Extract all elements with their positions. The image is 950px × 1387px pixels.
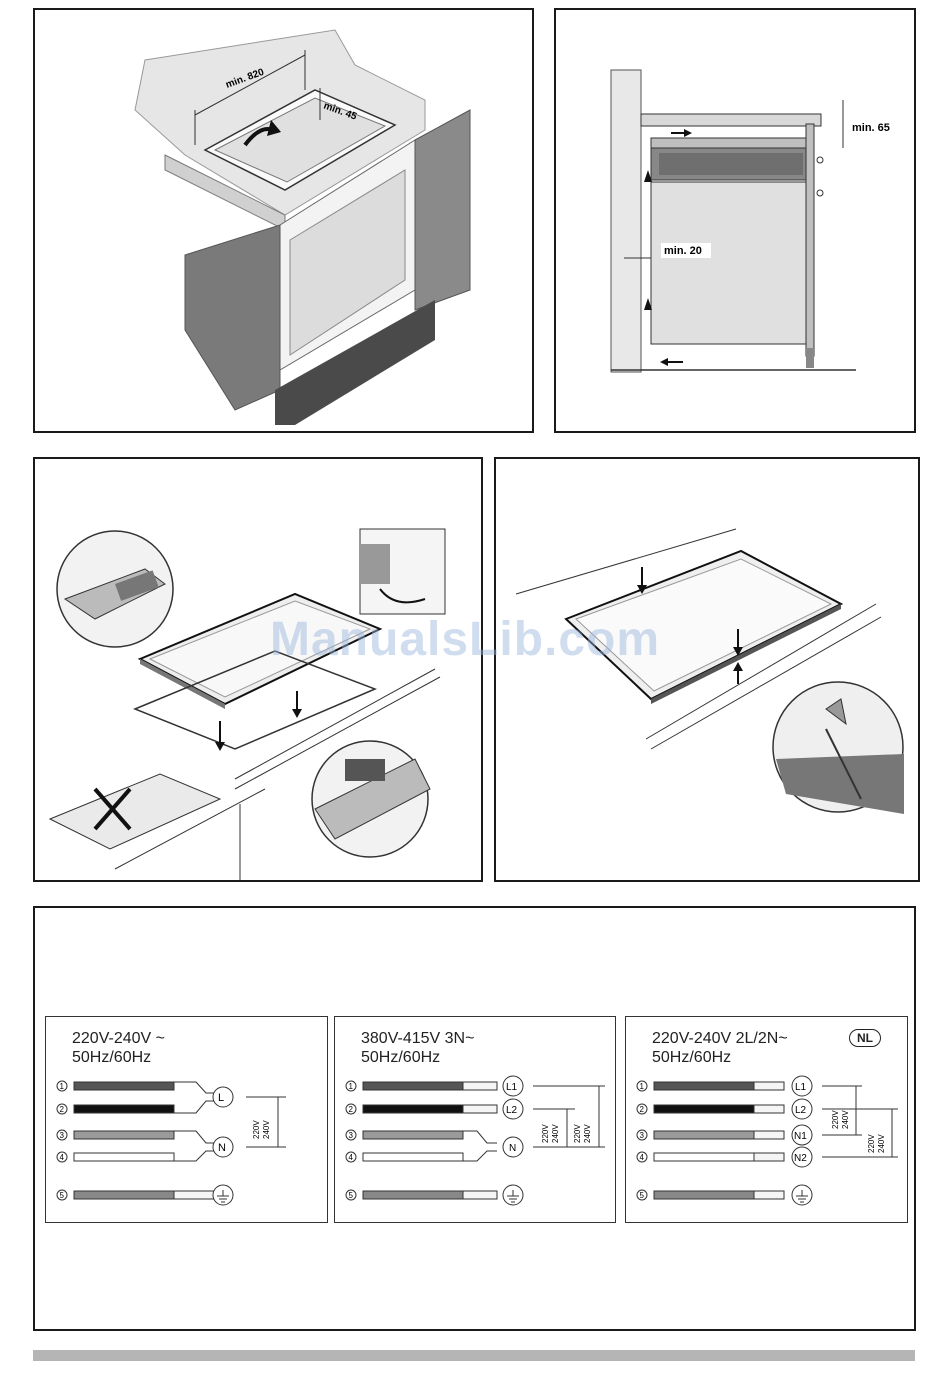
cabinet-cutout-panel: min. 820 min. 45 [33,8,534,433]
wire-number: 4 [349,1153,354,1162]
voltage-label: 220V [867,1134,876,1153]
wiring-diagram-two-phase-nl: 220V-240V 2L/2N~ 50Hz/60Hz NL 1 2 3 4 5 … [625,1016,908,1223]
terminal-label: N2 [794,1153,807,1164]
voltage-label: 240V [877,1134,886,1153]
terminal-label: L [218,1092,224,1104]
hob-fitting-illustration [35,459,481,880]
terminal-label: N1 [794,1131,807,1142]
voltage-label: 240V [841,1110,850,1129]
wire-number: 4 [640,1153,645,1162]
wire-number: 5 [640,1191,645,1200]
wire-number: 1 [640,1082,645,1091]
cabinet-cutout-illustration: min. 820 min. 45 [35,10,532,431]
voltage-label: 220V [252,1120,261,1139]
terminal-label: L2 [795,1105,807,1116]
voltage-label: 240V [551,1124,560,1143]
wire-number: 3 [349,1131,354,1140]
wiring-diagrams-panel: 220V-240V ~ 50Hz/60Hz 1 2 3 4 5 L N [33,906,916,1331]
terminal-label: L1 [795,1082,807,1093]
terminal-label: L1 [506,1082,518,1093]
wire-number: 5 [349,1191,354,1200]
voltage-label: 220V [831,1110,840,1129]
voltage-label: 220V [573,1124,582,1143]
watermark: ManualsLib.com [270,612,660,667]
voltage-label: 240V [262,1120,271,1139]
wire-number: 2 [640,1105,645,1114]
wiring-diagram-single-phase: 220V-240V ~ 50Hz/60Hz 1 2 3 4 5 L N [45,1016,328,1223]
dim-top-label: min. 65 [852,122,890,134]
ventilation-section-illustration: min. 65 min. 20 [556,10,914,431]
wire-number: 2 [60,1105,65,1114]
terminal-label: N [218,1142,226,1154]
wire-number: 3 [60,1131,65,1140]
wire-number: 4 [60,1153,65,1162]
footer-bar [33,1350,915,1361]
wiring-diagram-2-graphic: 1 2 3 4 5 L1 L2 N [335,1017,615,1222]
wire-number: 2 [349,1105,354,1114]
wire-number: 1 [60,1082,65,1091]
ventilation-section-panel: min. 65 min. 20 [554,8,916,433]
wiring-diagram-three-phase: 380V-415V 3N~ 50Hz/60Hz 1 2 3 4 5 L1 L2 [334,1016,616,1223]
terminal-label: L2 [506,1105,518,1116]
wiring-diagram-1-graphic: 1 2 3 4 5 L N 220V 240V [46,1017,327,1222]
wire-number: 3 [640,1131,645,1140]
wiring-diagram-3-graphic: 1 2 3 4 5 L1 L2 N1 N2 [626,1017,907,1222]
voltage-label: 240V [583,1124,592,1143]
hob-insertion-panel [494,457,920,882]
hob-fitting-panel [33,457,483,882]
voltage-label: 220V [541,1124,550,1143]
dim-gap-label: min. 20 [664,245,702,257]
wire-number: 1 [349,1082,354,1091]
terminal-label: N [509,1143,516,1154]
hob-insertion-illustration [496,459,918,880]
wire-number: 5 [60,1191,65,1200]
